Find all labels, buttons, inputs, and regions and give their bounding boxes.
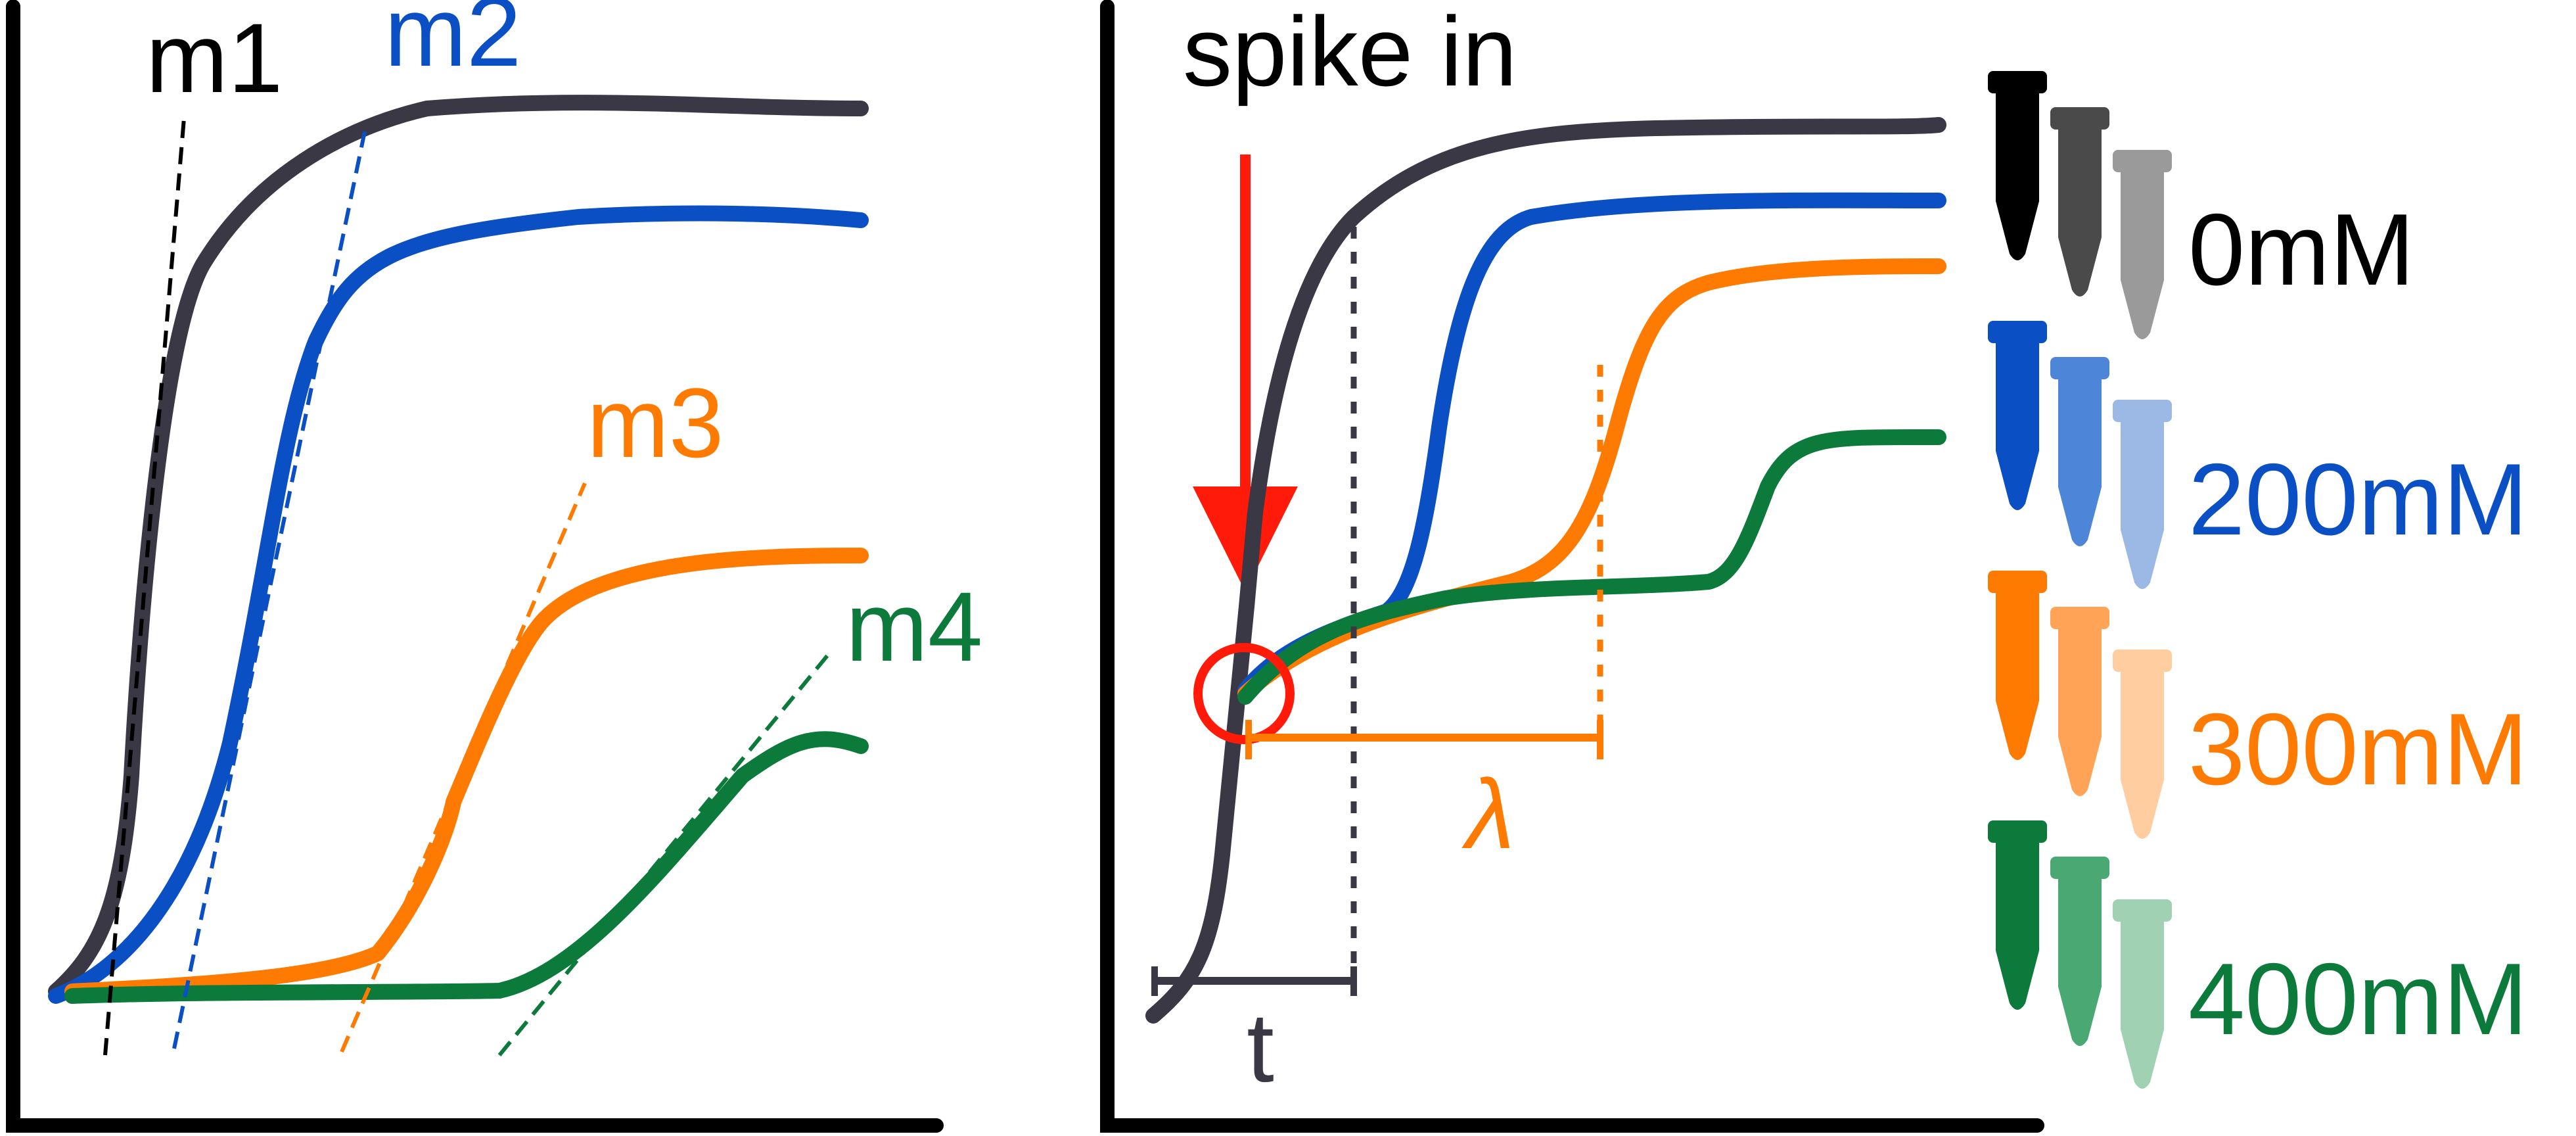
tube-icon xyxy=(2050,357,2109,546)
right-curve-0mM xyxy=(1145,117,1946,1024)
slope-label-m2: m2 xyxy=(384,0,521,87)
legend-row-0mM: 0mM xyxy=(1988,71,2414,339)
legend-row-200mM: 200mM xyxy=(1988,321,2528,589)
left-panel: m1 m2 m3 m4 xyxy=(6,0,982,1133)
spike-point-circle xyxy=(1193,643,1295,744)
legend: 0mM 200mM 300mM 400mM xyxy=(1988,71,2528,1089)
slope-label-m1: m1 xyxy=(146,3,283,113)
tube-icon xyxy=(1988,321,2047,510)
legend-label: 200mM xyxy=(2188,442,2528,556)
left-curve-400mM xyxy=(64,731,869,1004)
tangent-m4 xyxy=(497,650,833,1056)
tube-icon xyxy=(2113,899,2172,1089)
right-axes xyxy=(1100,0,2044,1133)
lambda-label: λ xyxy=(1461,759,1515,869)
tube-icon xyxy=(2050,107,2109,296)
legend-label: 0mM xyxy=(2188,193,2414,306)
spike-in-label: spike in xyxy=(1183,0,1517,106)
left-axes xyxy=(6,0,944,1133)
slope-label-m4: m4 xyxy=(846,571,982,682)
tube-icon xyxy=(1988,820,2047,1010)
t-label: t xyxy=(1247,992,1274,1102)
lambda-bracket xyxy=(1245,720,1603,759)
legend-label: 300mM xyxy=(2188,692,2528,806)
left-curve-200mM xyxy=(48,205,869,1004)
tube-icon xyxy=(2050,857,2109,1046)
legend-label: 400mM xyxy=(2188,942,2528,1056)
tube-icon xyxy=(2050,607,2109,796)
tangent-m3 xyxy=(340,482,587,1053)
legend-row-400mM: 400mM xyxy=(1988,820,2528,1089)
tube-icon xyxy=(2113,400,2172,589)
tube-icon xyxy=(1988,71,2047,260)
legend-row-300mM: 300mM xyxy=(1988,571,2528,839)
t-bracket xyxy=(1151,966,1357,996)
slope-label-m3: m3 xyxy=(587,367,724,478)
tube-icon xyxy=(1988,571,2047,760)
right-panel: spike in λ t xyxy=(1100,0,2044,1133)
tube-icon xyxy=(2113,150,2172,339)
tube-icon xyxy=(2113,650,2172,839)
right-curve-400mM xyxy=(1237,429,1946,705)
left-curve-300mM xyxy=(64,548,869,999)
